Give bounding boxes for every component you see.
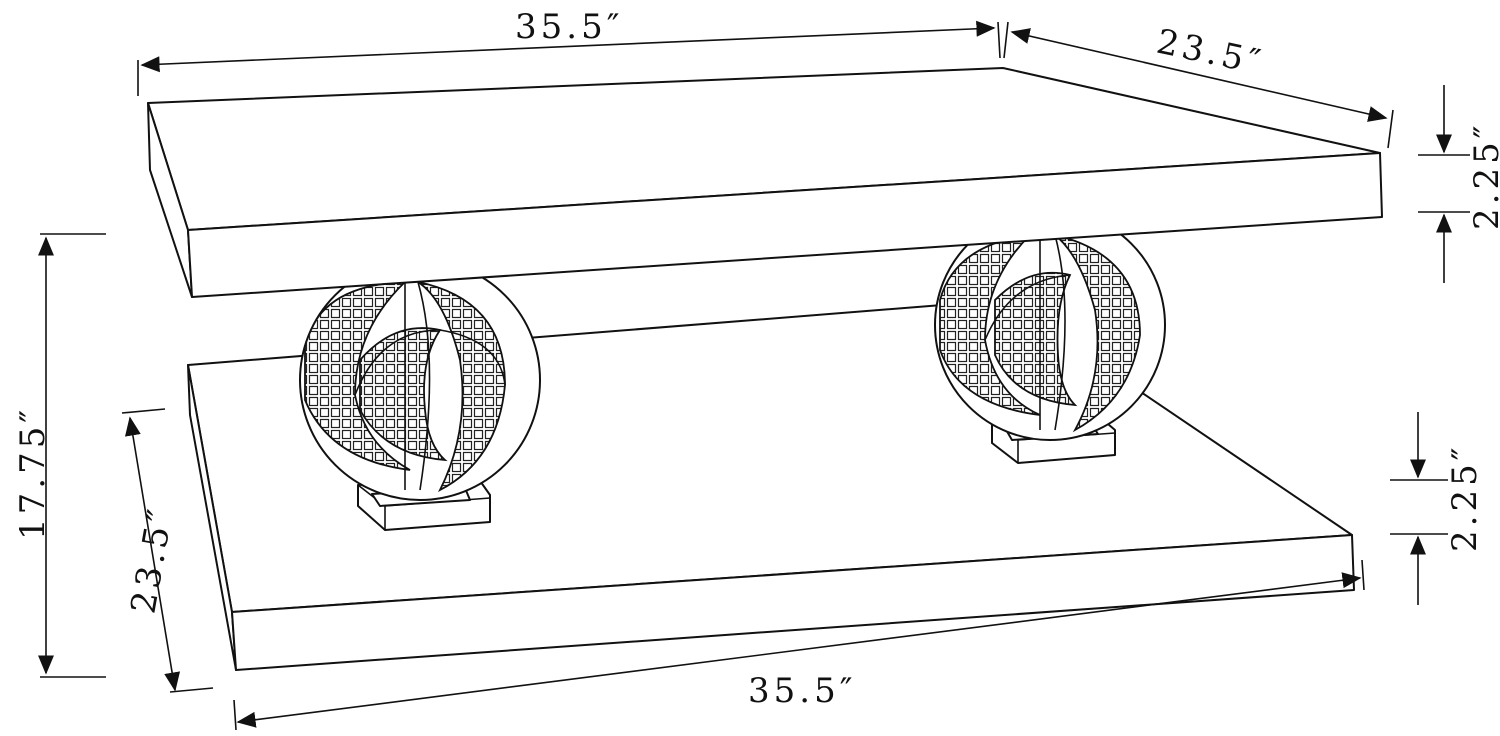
dim-top-length-label: 35.5″ [515, 7, 623, 47]
dim-top-thickness: 2.25″ [1418, 85, 1500, 283]
dim-top-depth-label: 23.5″ [1153, 22, 1267, 84]
table-top-front-edge [187, 152, 1383, 298]
dim-top-thickness-label: 2.25″ [1467, 122, 1500, 230]
table-top [147, 67, 1383, 298]
dim-bottom-length-label: 35.5″ [748, 671, 856, 711]
dim-total-height: 17.75″ [13, 233, 106, 678]
dim-bottom-depth-label: 23.5″ [123, 503, 181, 617]
dim-bottom-length: 35.5″ [233, 559, 1365, 731]
left-pedestal [299, 259, 541, 531]
dim-bottom-thickness: 2.25″ [1390, 412, 1485, 605]
dim-top-length: 35.5″ [137, 7, 1001, 96]
dim-total-height-label: 17.75″ [13, 406, 53, 540]
dim-bottom-thickness-label: 2.25″ [1445, 444, 1485, 552]
